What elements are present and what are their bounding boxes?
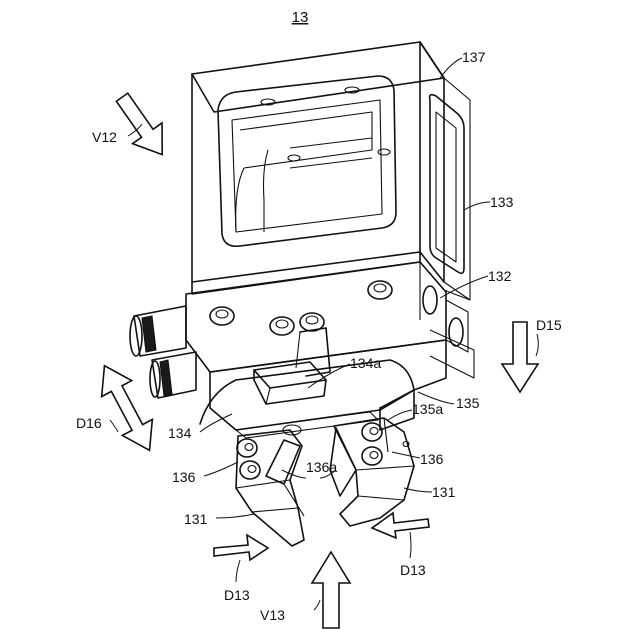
arrow-d13-left [214,535,268,560]
label-136-right: 136 [420,451,444,467]
label-d13-left: D13 [224,587,250,603]
label-131-right: 131 [432,484,456,500]
label-134a: 134a [350,355,381,371]
arrow-d15 [502,322,538,392]
label-d13-right: D13 [400,562,426,578]
label-v12: V12 [92,129,117,145]
label-131-left: 131 [184,511,208,527]
bolt-3 [270,317,294,335]
label-132: 132 [488,268,512,284]
leader-lines [110,58,538,610]
bolt-2 [368,281,392,299]
arrow-v12 [107,87,177,165]
label-136-left: 136 [172,469,196,485]
top-frame-133 [192,42,470,300]
bolt-1 [210,307,234,325]
roller-right-1 [362,423,382,441]
label-v13: V13 [260,607,285,623]
roller-left-2 [240,461,260,479]
roller-right-2 [362,447,382,465]
label-137: 137 [462,49,486,65]
label-d15: D15 [536,317,562,333]
label-135: 135 [456,395,480,411]
label-134: 134 [168,425,192,441]
left-fittings [130,306,196,398]
body-135 [200,328,446,438]
roller-left-1 [237,439,257,457]
figure-number: 13 [292,9,309,26]
label-136a: 136a [306,459,337,475]
arrow-v13 [312,552,350,628]
right-finger-131 [330,418,414,526]
mount-plate-132 [186,262,474,378]
label-133: 133 [490,194,514,210]
left-finger-131 [236,430,304,546]
label-135a: 135a [412,401,443,417]
label-d16: D16 [76,415,102,431]
